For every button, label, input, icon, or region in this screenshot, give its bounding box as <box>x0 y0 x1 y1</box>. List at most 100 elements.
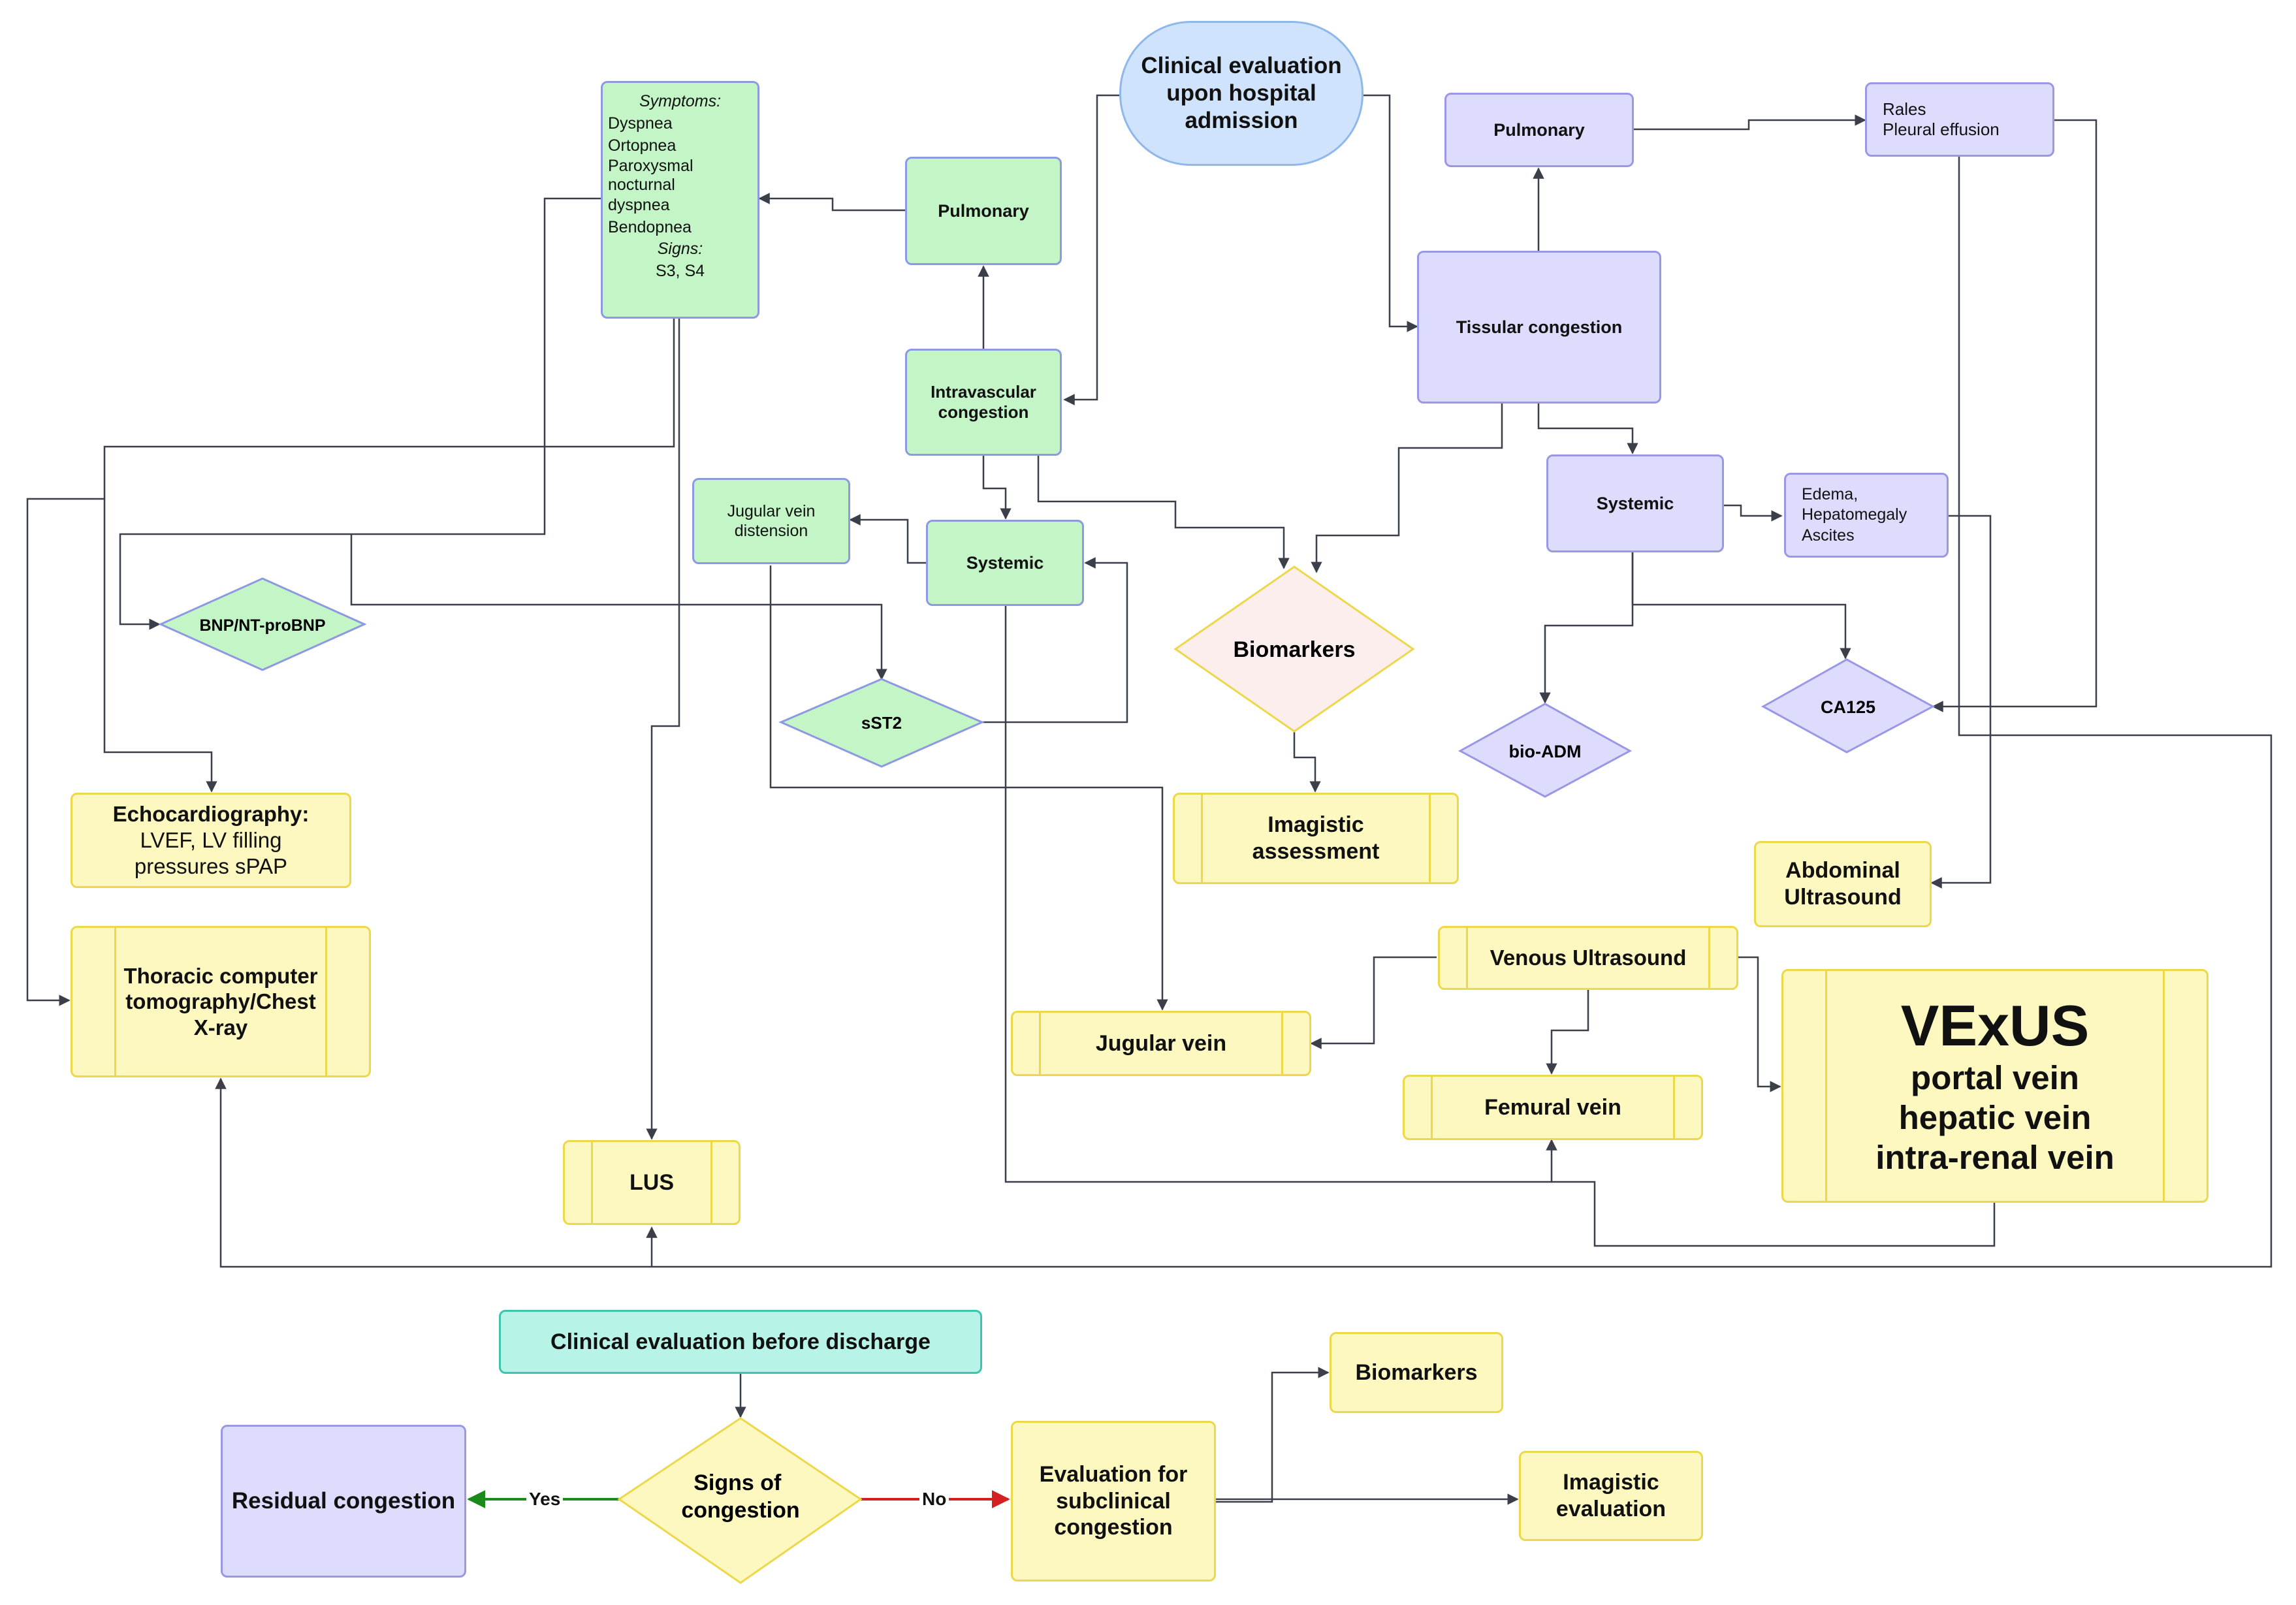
edge-subclinical-biomarkers <box>1216 1367 1330 1503</box>
edge-symptoms-bnp <box>119 197 601 630</box>
rales-node: Rales Pleural effusion <box>1865 82 2054 157</box>
symptom-item: Bendopnea <box>608 217 692 236</box>
bioadm-label: bio-ADM <box>1509 742 1582 761</box>
biomarkers-diamond <box>1173 565 1415 733</box>
edge-tissular-systemic <box>1537 404 1638 454</box>
symptom-item: Paroxysmal nocturnal <box>608 157 694 194</box>
edge-distension-jugular-vein <box>769 565 1168 1011</box>
pulmonary-purple-node: Pulmonary <box>1444 93 1634 167</box>
systemic-green-node: Systemic <box>926 520 1084 606</box>
biomarkers-bottom-text: Biomarkers <box>1355 1359 1478 1385</box>
edge-venous-vexus <box>1738 956 1781 1092</box>
vexus-line: portal vein <box>1911 1058 2079 1096</box>
no-label: No <box>919 1489 949 1510</box>
imagistic-assessment-text: Imagistic assessment <box>1252 812 1380 864</box>
imagistic-evaluation-node: Imagistic evaluation <box>1519 1451 1703 1541</box>
edge-systemic-ca125 <box>1631 551 1851 659</box>
clinical-discharge-node: Clinical evaluation before discharge <box>499 1310 982 1374</box>
edema-text: Edema, Hepatomegaly Ascites <box>1802 485 1907 545</box>
ca125-diamond <box>1761 658 1936 754</box>
edge-symptoms-thoracic <box>26 319 675 1006</box>
edge-systemic-femural <box>1004 606 1557 1183</box>
edge-to-sst2 <box>350 534 887 680</box>
bnp-label: BNP/NT-proBNP <box>199 616 325 635</box>
pulmonary-green-text: Pulmonary <box>938 200 1029 221</box>
edge-rales-bottom-loop <box>215 155 2272 1268</box>
signs-header: Signs: <box>657 240 703 259</box>
systemic-purple-text: Systemic <box>1596 493 1674 513</box>
lus-node: LUS <box>563 1140 741 1225</box>
ca125-label: CA125 <box>1821 697 1875 717</box>
yes-label: Yes <box>526 1489 564 1510</box>
intravascular-text: Intravascular congestion <box>931 381 1036 422</box>
jugular-vein-text: Jugular vein <box>1095 1030 1227 1056</box>
edge-symptoms-lus <box>646 319 680 1140</box>
edge-admission-intravascular <box>1063 94 1119 405</box>
edema-node: Edema, Hepatomegaly Ascites <box>1784 473 1949 558</box>
echo-title: Echocardiography: <box>112 801 310 826</box>
lus-text: LUS <box>630 1169 674 1195</box>
sst2-label: sST2 <box>861 713 902 733</box>
tissular-text: Tissular congestion <box>1456 317 1623 337</box>
tissular-node: Tissular congestion <box>1417 251 1661 404</box>
sst2-diamond <box>778 678 985 768</box>
residual-node: Residual congestion <box>221 1425 466 1578</box>
clinical-admission-text: Clinical evaluation upon hospital admiss… <box>1141 53 1342 133</box>
edge-pulmonary-rales <box>1633 114 1866 131</box>
signs-value: S3, S4 <box>655 262 705 280</box>
subclinical-text: Evaluation for subclinical congestion <box>1039 1461 1188 1540</box>
signs-label: Signs of congestion <box>681 1470 799 1523</box>
vexus-line: hepatic vein <box>1898 1098 2092 1136</box>
symptoms-header: Symptoms: <box>639 92 722 110</box>
edge-venous-femural <box>1546 990 1589 1075</box>
echo-body: LVEF, LV filling pressures sPAP <box>134 827 288 879</box>
thoracic-node: Thoracic computer tomography/Chest X-ray <box>71 926 371 1077</box>
edge-vexus-femural <box>1552 1181 1996 1247</box>
edge-sst2-systemic <box>980 557 1128 723</box>
edge-venous-jugular <box>1310 956 1437 1049</box>
biomarkers-label: Biomarkers <box>1233 637 1355 662</box>
signs-diamond <box>617 1417 863 1584</box>
jugular-distension-node: Jugular vein distension <box>692 478 850 564</box>
edge-biomarkers-imagistic <box>1293 731 1321 793</box>
vexus-line: intra-renal vein <box>1875 1138 2114 1176</box>
symptoms-box: Symptoms: Dyspnea Ortopnea Paroxysmal no… <box>601 81 759 319</box>
thoracic-text: Thoracic computer tomography/Chest X-ray <box>123 963 318 1040</box>
residual-text: Residual congestion <box>231 1488 456 1514</box>
bioadm-diamond <box>1458 703 1633 798</box>
femural-vein-node: Femural vein <box>1403 1075 1703 1140</box>
jugular-distension-text: Jugular vein distension <box>727 502 816 540</box>
edge-tissular-biomarkers <box>1311 404 1503 573</box>
bnp-diamond <box>158 577 367 671</box>
edge-admission-tissular <box>1363 94 1418 332</box>
edge-systemic-bioadm <box>1539 551 1634 704</box>
edge-systemic-jugular-distension <box>849 514 926 564</box>
edge-systemic-edema <box>1717 504 1783 522</box>
vexus-node: VExUS portal vein hepatic vein intra-ren… <box>1781 969 2208 1203</box>
vexus-title: VExUS <box>1900 993 2090 1058</box>
symptom-item: dyspnea <box>608 195 670 214</box>
intravascular-node: Intravascular congestion <box>905 349 1062 456</box>
biomarkers-bottom-node: Biomarkers <box>1330 1332 1503 1413</box>
imagistic-assessment-node: Imagistic assessment <box>1173 793 1459 884</box>
clinical-discharge-text: Clinical evaluation before discharge <box>550 1329 931 1354</box>
subclinical-node: Evaluation for subclinical congestion <box>1011 1421 1216 1581</box>
symptom-item: Dyspnea <box>608 114 673 133</box>
symptom-item: Ortopnea <box>608 136 677 155</box>
edge-rales-ca125 <box>1932 119 2097 712</box>
femural-vein-text: Femural vein <box>1484 1094 1621 1120</box>
abdominal-us-text: Abdominal Ultrasound <box>1784 858 1902 910</box>
edge-symptoms-echo <box>103 499 217 793</box>
edge-pulmonary-symptoms <box>758 193 905 212</box>
clinical-admission-node: Clinical evaluation upon hospital admiss… <box>1119 21 1363 166</box>
echo-node: Echocardiography: LVEF, LV filling press… <box>71 793 351 888</box>
systemic-purple-node: Systemic <box>1546 454 1724 552</box>
jugular-vein-node: Jugular vein <box>1011 1011 1311 1076</box>
imagistic-evaluation-text: Imagistic evaluation <box>1555 1470 1666 1521</box>
rales-text: Rales Pleural effusion <box>1883 99 2000 139</box>
pulmonary-green-node: Pulmonary <box>905 157 1062 265</box>
pulmonary-purple-text: Pulmonary <box>1493 119 1585 140</box>
edge-intravascular-systemic <box>982 456 1012 520</box>
